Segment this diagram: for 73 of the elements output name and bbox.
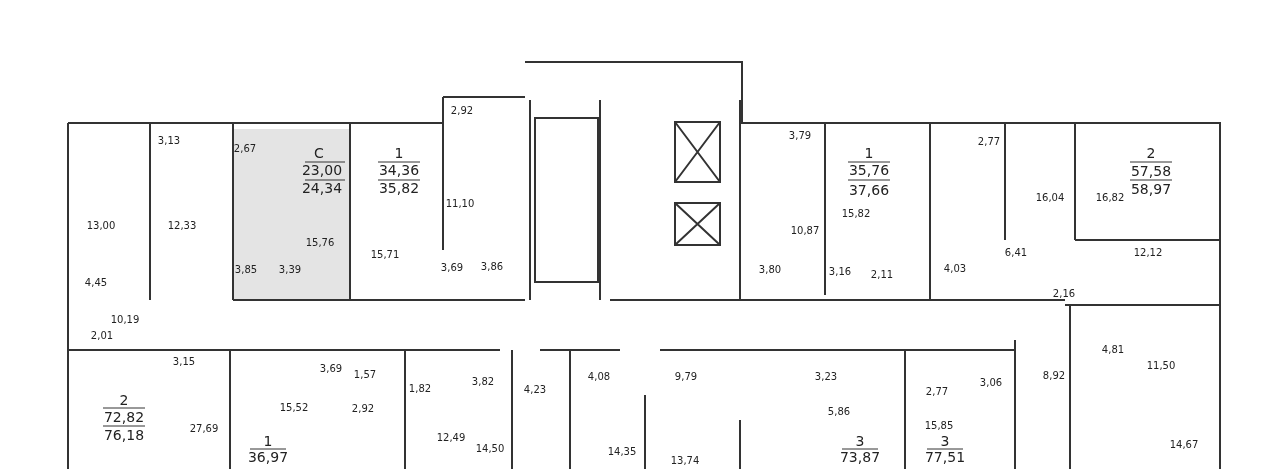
room-area: 3,82 — [471, 377, 495, 387]
apartment-area: 37,66 — [848, 183, 890, 197]
room-area: 15,71 — [370, 250, 400, 260]
room-area: 4,45 — [84, 278, 108, 288]
room-area: 2,77 — [925, 387, 949, 397]
room-area: 14,35 — [607, 447, 637, 457]
apartment-area: 76,18 — [103, 428, 145, 442]
room-area: 14,67 — [1169, 440, 1199, 450]
room-area: 2,67 — [233, 144, 257, 154]
room-area: 9,79 — [674, 372, 698, 382]
apartment-area: 23,00 — [301, 163, 343, 177]
room-area: 4,03 — [943, 264, 967, 274]
apartment-area: 57,58 — [1130, 164, 1172, 178]
apartment-area: 72,82 — [103, 410, 145, 424]
room-area: 2,92 — [450, 106, 474, 116]
room-area: 4,23 — [523, 385, 547, 395]
room-area: 6,41 — [1004, 248, 1028, 258]
room-area: 3,69 — [319, 364, 343, 374]
apartment-type: 1 — [864, 146, 874, 160]
room-area: 4,08 — [587, 372, 611, 382]
apartment-area: 35,76 — [848, 163, 890, 177]
apartment-type: 1 — [263, 434, 273, 448]
apartment-type: 2 — [119, 393, 129, 407]
apartment-area: 77,51 — [924, 450, 966, 464]
room-area: 5,86 — [827, 407, 851, 417]
room-area: 3,80 — [758, 265, 782, 275]
room-area: 13,74 — [670, 456, 700, 466]
apartment-area: 58,97 — [1130, 182, 1172, 196]
room-area: 2,16 — [1052, 289, 1076, 299]
room-area: 3,79 — [788, 131, 812, 141]
room-area: 15,76 — [305, 238, 335, 248]
room-area: 3,85 — [234, 265, 258, 275]
room-area: 12,12 — [1133, 248, 1163, 258]
room-area: 2,77 — [977, 137, 1001, 147]
room-area: 8,92 — [1042, 371, 1066, 381]
apartment-area: 34,36 — [378, 163, 420, 177]
room-area: 14,50 — [475, 444, 505, 454]
room-area: 3,86 — [480, 262, 504, 272]
room-area: 3,06 — [979, 378, 1003, 388]
apartment-area: 24,34 — [301, 181, 343, 195]
room-area: 3,13 — [157, 136, 181, 146]
apartment-type: 3 — [940, 434, 950, 448]
room-area: 12,33 — [167, 221, 197, 231]
apartment-area: 73,87 — [839, 450, 881, 464]
room-area: 15,82 — [841, 209, 871, 219]
room-area: 2,92 — [351, 404, 375, 414]
apartment-type: 1 — [394, 146, 404, 160]
room-area: 12,49 — [436, 433, 466, 443]
room-area: 27,69 — [189, 424, 219, 434]
room-area: 3,39 — [278, 265, 302, 275]
room-area: 4,81 — [1101, 345, 1125, 355]
room-area: 15,85 — [924, 421, 954, 431]
room-area: 10,87 — [790, 226, 820, 236]
apartment-type: С — [314, 146, 324, 160]
apartment-area: 36,97 — [247, 450, 289, 464]
room-area: 3,15 — [172, 357, 196, 367]
apartment-area: 35,82 — [378, 181, 420, 195]
room-area: 15,52 — [279, 403, 309, 413]
room-area: 3,23 — [814, 372, 838, 382]
room-area: 16,04 — [1035, 193, 1065, 203]
room-area: 2,11 — [870, 270, 894, 280]
room-area: 3,69 — [440, 263, 464, 273]
room-area: 10,19 — [110, 315, 140, 325]
room-area: 11,50 — [1146, 361, 1176, 371]
room-area: 1,57 — [353, 370, 377, 380]
room-area: 1,82 — [408, 384, 432, 394]
room-area: 11,10 — [445, 199, 475, 209]
apartment-type: 3 — [855, 434, 865, 448]
room-area: 13,00 — [86, 221, 116, 231]
apartment-type: 2 — [1146, 146, 1156, 160]
room-area: 2,01 — [90, 331, 114, 341]
room-area: 3,16 — [828, 267, 852, 277]
room-area: 16,82 — [1095, 193, 1125, 203]
